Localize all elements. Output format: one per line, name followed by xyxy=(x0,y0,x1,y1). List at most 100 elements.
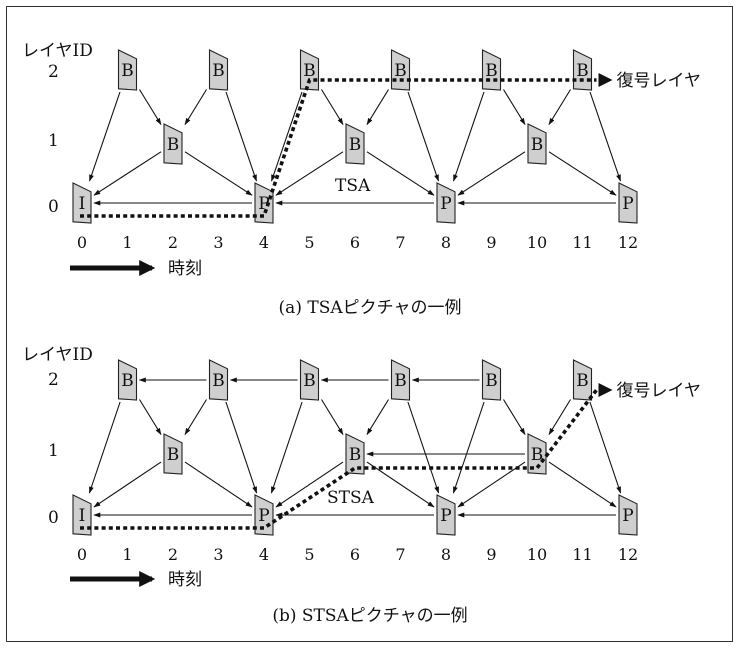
reference-arrow xyxy=(93,151,162,196)
reference-arrow xyxy=(548,89,571,126)
time-tick-label: 4 xyxy=(259,233,269,252)
picture-type-label: B xyxy=(349,135,362,155)
picture-type-label: P xyxy=(258,194,269,214)
reference-arrow xyxy=(503,399,526,436)
reference-arrow xyxy=(366,461,435,508)
reference-arrow xyxy=(321,89,344,126)
reference-arrow xyxy=(457,461,526,508)
reference-arrow xyxy=(366,89,389,126)
reference-arrow xyxy=(184,89,207,126)
layer-id-label: レイヤID xyxy=(22,345,93,365)
reference-arrow xyxy=(184,399,207,436)
picture-type-label: B xyxy=(303,61,316,81)
picture-type-label: P xyxy=(622,194,633,214)
picture-frame xyxy=(208,359,229,401)
reference-arrow xyxy=(225,401,258,494)
reference-arrow xyxy=(548,151,617,196)
time-tick-label: 3 xyxy=(213,545,223,564)
time-tick-label: 3 xyxy=(213,233,223,252)
picture-frame xyxy=(299,359,320,401)
time-tick-label: 8 xyxy=(441,233,451,252)
reference-arrow xyxy=(93,461,162,508)
picture-type-label: P xyxy=(258,506,269,526)
reference-arrow xyxy=(366,151,435,196)
picture-frame xyxy=(618,182,638,224)
time-tick-label: 10 xyxy=(527,233,547,252)
picture-type-label: B xyxy=(531,445,544,465)
time-tick-label: 5 xyxy=(304,233,314,252)
time-tick-label: 2 xyxy=(168,233,178,252)
time-label: 時刻 xyxy=(168,259,202,279)
picture-type-label: B xyxy=(394,61,407,81)
picture-type-label: B xyxy=(212,371,225,391)
time-tick-label: 6 xyxy=(350,545,360,564)
reference-arrow xyxy=(589,91,621,182)
time-tick-label: 9 xyxy=(486,233,496,252)
decode-path xyxy=(80,388,598,530)
picture-frame xyxy=(572,359,593,401)
picture-type-label: B xyxy=(531,135,544,155)
picture-frame xyxy=(117,359,138,401)
picture-type-label: B xyxy=(121,371,134,391)
picture-type-label: B xyxy=(167,135,180,155)
picture-frame xyxy=(163,123,183,165)
decode-layer-label: 復号レイヤ xyxy=(617,71,702,91)
layer-label-1: 1 xyxy=(48,441,59,461)
picture-type-label: P xyxy=(440,506,451,526)
picture-type-label: B xyxy=(212,61,225,81)
time-tick-label: 5 xyxy=(304,545,314,564)
picture-type-label: B xyxy=(121,61,134,81)
time-label: 時刻 xyxy=(168,570,202,590)
reference-arrow xyxy=(366,399,389,436)
decode-path-arrowhead xyxy=(598,73,613,87)
picture-frame xyxy=(527,123,547,165)
time-tick-label: 7 xyxy=(395,233,405,252)
caption: (b) STSAピクチャの一例 xyxy=(272,606,467,626)
picture-frame xyxy=(390,359,411,401)
picture-frame xyxy=(436,182,456,224)
reference-arrow xyxy=(321,399,344,436)
stsa-annotation: STSA xyxy=(327,488,375,508)
picture-type-label: B xyxy=(576,371,589,391)
reference-arrow xyxy=(184,151,253,196)
picture-type-label: I xyxy=(79,506,86,526)
time-tick-label: 9 xyxy=(486,545,496,564)
layer-label-0: 0 xyxy=(48,508,59,528)
time-tick-label: 0 xyxy=(77,233,87,252)
layer-label-2: 2 xyxy=(48,62,59,82)
layer-label-2: 2 xyxy=(48,370,59,390)
reference-arrow xyxy=(271,91,303,182)
layer-id-label: レイヤID xyxy=(22,41,93,61)
reference-arrow xyxy=(139,89,162,126)
reference-arrow xyxy=(503,89,526,126)
reference-arrow xyxy=(589,401,622,494)
reference-arrow xyxy=(139,399,162,436)
reference-arrow xyxy=(452,401,485,494)
picture-frame xyxy=(481,359,502,401)
picture-frame xyxy=(527,433,547,475)
picture-type-label: B xyxy=(303,371,316,391)
time-tick-label: 2 xyxy=(168,545,178,564)
reference-arrow xyxy=(270,401,303,494)
time-tick-label: 6 xyxy=(350,233,360,252)
picture-type-label: B xyxy=(576,61,589,81)
reference-arrow xyxy=(548,399,571,436)
reference-arrow xyxy=(275,151,344,196)
picture-frame xyxy=(618,494,638,536)
time-tick-label: 12 xyxy=(618,545,638,564)
time-tick-label: 0 xyxy=(77,545,87,564)
reference-arrow xyxy=(407,401,440,494)
time-tick-label: 1 xyxy=(122,545,132,564)
picture-frame xyxy=(254,182,274,224)
time-tick-label: 10 xyxy=(527,545,547,564)
tsa-annotation: TSA xyxy=(335,176,371,196)
time-tick-label: 7 xyxy=(395,545,405,564)
picture-type-label: P xyxy=(622,506,633,526)
picture-frame xyxy=(163,433,183,475)
picture-frame xyxy=(345,123,365,165)
reference-arrow xyxy=(89,91,121,182)
time-tick-label: 11 xyxy=(572,545,592,564)
